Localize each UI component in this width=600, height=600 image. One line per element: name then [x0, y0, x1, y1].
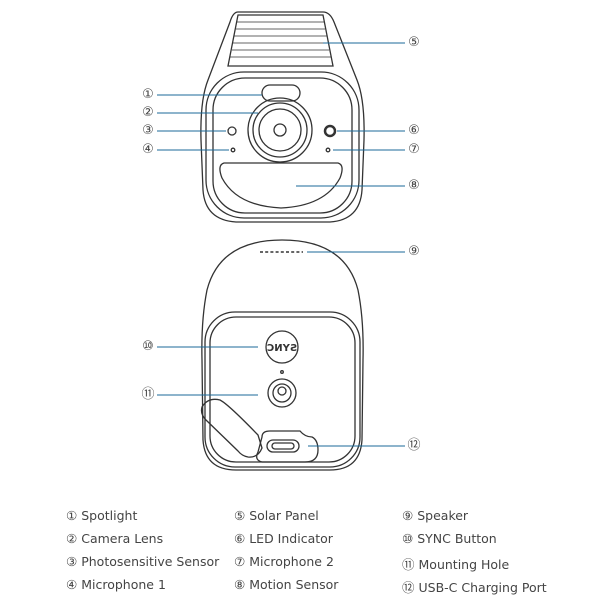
legend-label: Photosensitive Sensor	[81, 554, 220, 569]
callout-2: ②	[142, 105, 154, 120]
legend-marker: ⑨	[402, 508, 414, 523]
legend-marker: ④	[66, 577, 78, 592]
callout-6: ⑥	[408, 123, 420, 138]
photosensitive-sensor	[227, 126, 237, 136]
sync-label: SYNC	[267, 343, 297, 354]
callout-12: ⑫	[407, 438, 421, 453]
indicator-dot	[280, 370, 284, 374]
usb-c-port-cover	[256, 430, 319, 463]
callout-5: ⑤	[408, 35, 420, 50]
legend-marker: ②	[66, 531, 78, 546]
led-indicator	[323, 124, 337, 138]
legend-label: Microphone 1	[81, 577, 166, 592]
camera-lens	[247, 97, 313, 163]
usb-c-port	[266, 439, 300, 453]
legend-label: Spotlight	[81, 508, 138, 523]
camera-front	[200, 11, 365, 223]
microphone-1	[230, 147, 236, 153]
leader-lines	[157, 42, 405, 447]
back-panel	[204, 311, 361, 468]
camera-front-body	[200, 11, 365, 223]
callout-9: ⑨	[408, 244, 420, 259]
legend-label: Motion Sensor	[249, 577, 339, 592]
legend-label: USB-C Charging Port	[418, 580, 547, 595]
legend-marker: ⑤	[234, 508, 246, 523]
callout-7: ⑦	[408, 142, 420, 157]
legend-marker: ⑧	[234, 577, 246, 592]
legend-label: Camera Lens	[81, 531, 164, 546]
spotlight	[261, 84, 301, 102]
callout-10: ⑩	[142, 339, 154, 354]
legend-marker: ⑫	[402, 580, 415, 595]
legend-marker: ⑥	[234, 531, 246, 546]
callout-4: ④	[142, 142, 154, 157]
legend-marker: ③	[66, 554, 78, 569]
front-face	[205, 71, 360, 219]
solar-panel-lines	[230, 21, 331, 58]
legend-label: LED Indicator	[249, 531, 333, 546]
callout-8: ⑧	[408, 178, 420, 193]
camera-back	[200, 239, 364, 471]
legend-label: SYNC Button	[417, 531, 497, 546]
legend-label: Speaker	[417, 508, 469, 523]
callout-1: ①	[142, 87, 154, 102]
legend-label: Mounting Hole	[418, 557, 510, 572]
legend-marker: ①	[66, 508, 78, 523]
sync-button	[265, 330, 299, 364]
legend-label: Solar Panel	[249, 508, 319, 523]
mounting-hole	[267, 378, 297, 408]
legend-marker: ⑩	[402, 531, 414, 546]
legend-label: Microphone 2	[249, 554, 334, 569]
camera-back-body	[201, 239, 364, 471]
legend-marker: ⑪	[402, 557, 415, 572]
legend-marker: ⑦	[234, 554, 246, 569]
microphone-2	[325, 147, 331, 153]
motion-sensor	[219, 162, 343, 209]
solar-panel	[227, 14, 334, 67]
callout-3: ③	[142, 123, 154, 138]
callout-11: ⑪	[141, 387, 155, 402]
